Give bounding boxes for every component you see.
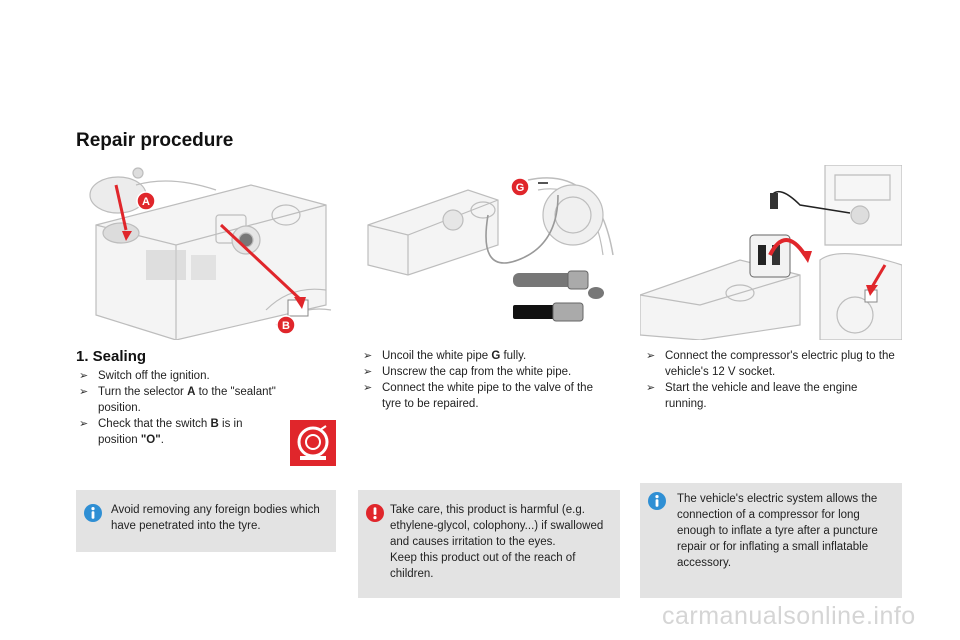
arrow-bullet-icon: ➢ <box>363 366 373 378</box>
arrow-bullet-icon: ➢ <box>646 350 656 362</box>
illustration-12v-socket <box>640 165 902 340</box>
list-item: ➢ Turn the selector A to the "sealant" p… <box>79 386 276 414</box>
info-note-foreign-bodies: Avoid removing any foreign bodies which … <box>76 490 336 552</box>
callout-a-label: A <box>142 196 150 208</box>
callout-a-marker <box>136 191 156 211</box>
warning-note-text-1: Take care, this product is harmful (e.g.… <box>390 504 604 548</box>
arrow-bullet-icon: ➢ <box>79 370 89 382</box>
arrow-bullet-icon: ➢ <box>363 382 373 394</box>
callout-b-marker <box>276 315 296 335</box>
watermark: carmanualsonline.info <box>662 602 916 630</box>
callout-b-label: B <box>282 320 290 332</box>
illustration-compressor-selector: A B <box>76 165 336 340</box>
warning-icon <box>366 504 384 522</box>
sealing-steps: ➢ Switch off the ignition. ➢ Turn the se… <box>76 368 276 448</box>
arrow-bullet-icon: ➢ <box>79 418 89 430</box>
compressor-selector-drawing: A B <box>89 167 332 340</box>
tyre-sealant-icon <box>290 420 336 466</box>
arrow-bullet-icon: ➢ <box>363 350 373 362</box>
illustration-white-pipe: G <box>358 165 620 340</box>
arrow-bullet-icon: ➢ <box>79 386 89 398</box>
list-item: ➢ Check that the switch B is in position… <box>79 418 243 446</box>
section-heading-sealing: 1. Sealing <box>76 348 147 365</box>
info-note-electric-system: The vehicle's electric system allows the… <box>640 483 902 598</box>
arrow-bullet-icon: ➢ <box>646 382 656 394</box>
info-note-text: Avoid removing any foreign bodies which … <box>111 504 320 532</box>
info-icon <box>648 492 666 510</box>
pipe-steps: ➢ Uncoil the white pipe G fully. ➢ Unscr… <box>360 348 615 412</box>
list-item: ➢ Connect the compressor's electric plug… <box>646 350 895 378</box>
callout-g-marker <box>510 177 530 197</box>
list-item: ➢ Switch off the ignition. <box>79 370 210 382</box>
warning-note-text-2: Keep this product out of the reach of ch… <box>390 552 576 580</box>
socket-drawing <box>640 165 902 340</box>
socket-steps: ➢ Connect the compressor's electric plug… <box>643 348 901 412</box>
white-pipe-drawing: G <box>367 177 614 322</box>
info-icon <box>84 504 102 522</box>
warning-note-harmful: Take care, this product is harmful (e.g.… <box>358 490 620 598</box>
info-note-text: The vehicle's electric system allows the… <box>677 493 878 569</box>
list-item: ➢ Start the vehicle and leave the engine… <box>646 382 858 410</box>
list-item: ➢ Unscrew the cap from the white pipe. <box>363 366 572 378</box>
list-item: ➢ Uncoil the white pipe G fully. <box>363 350 527 362</box>
callout-g-label: G <box>516 182 525 194</box>
page-title: Repair procedure <box>76 130 234 151</box>
list-item: ➢ Connect the white pipe to the valve of… <box>363 382 593 410</box>
